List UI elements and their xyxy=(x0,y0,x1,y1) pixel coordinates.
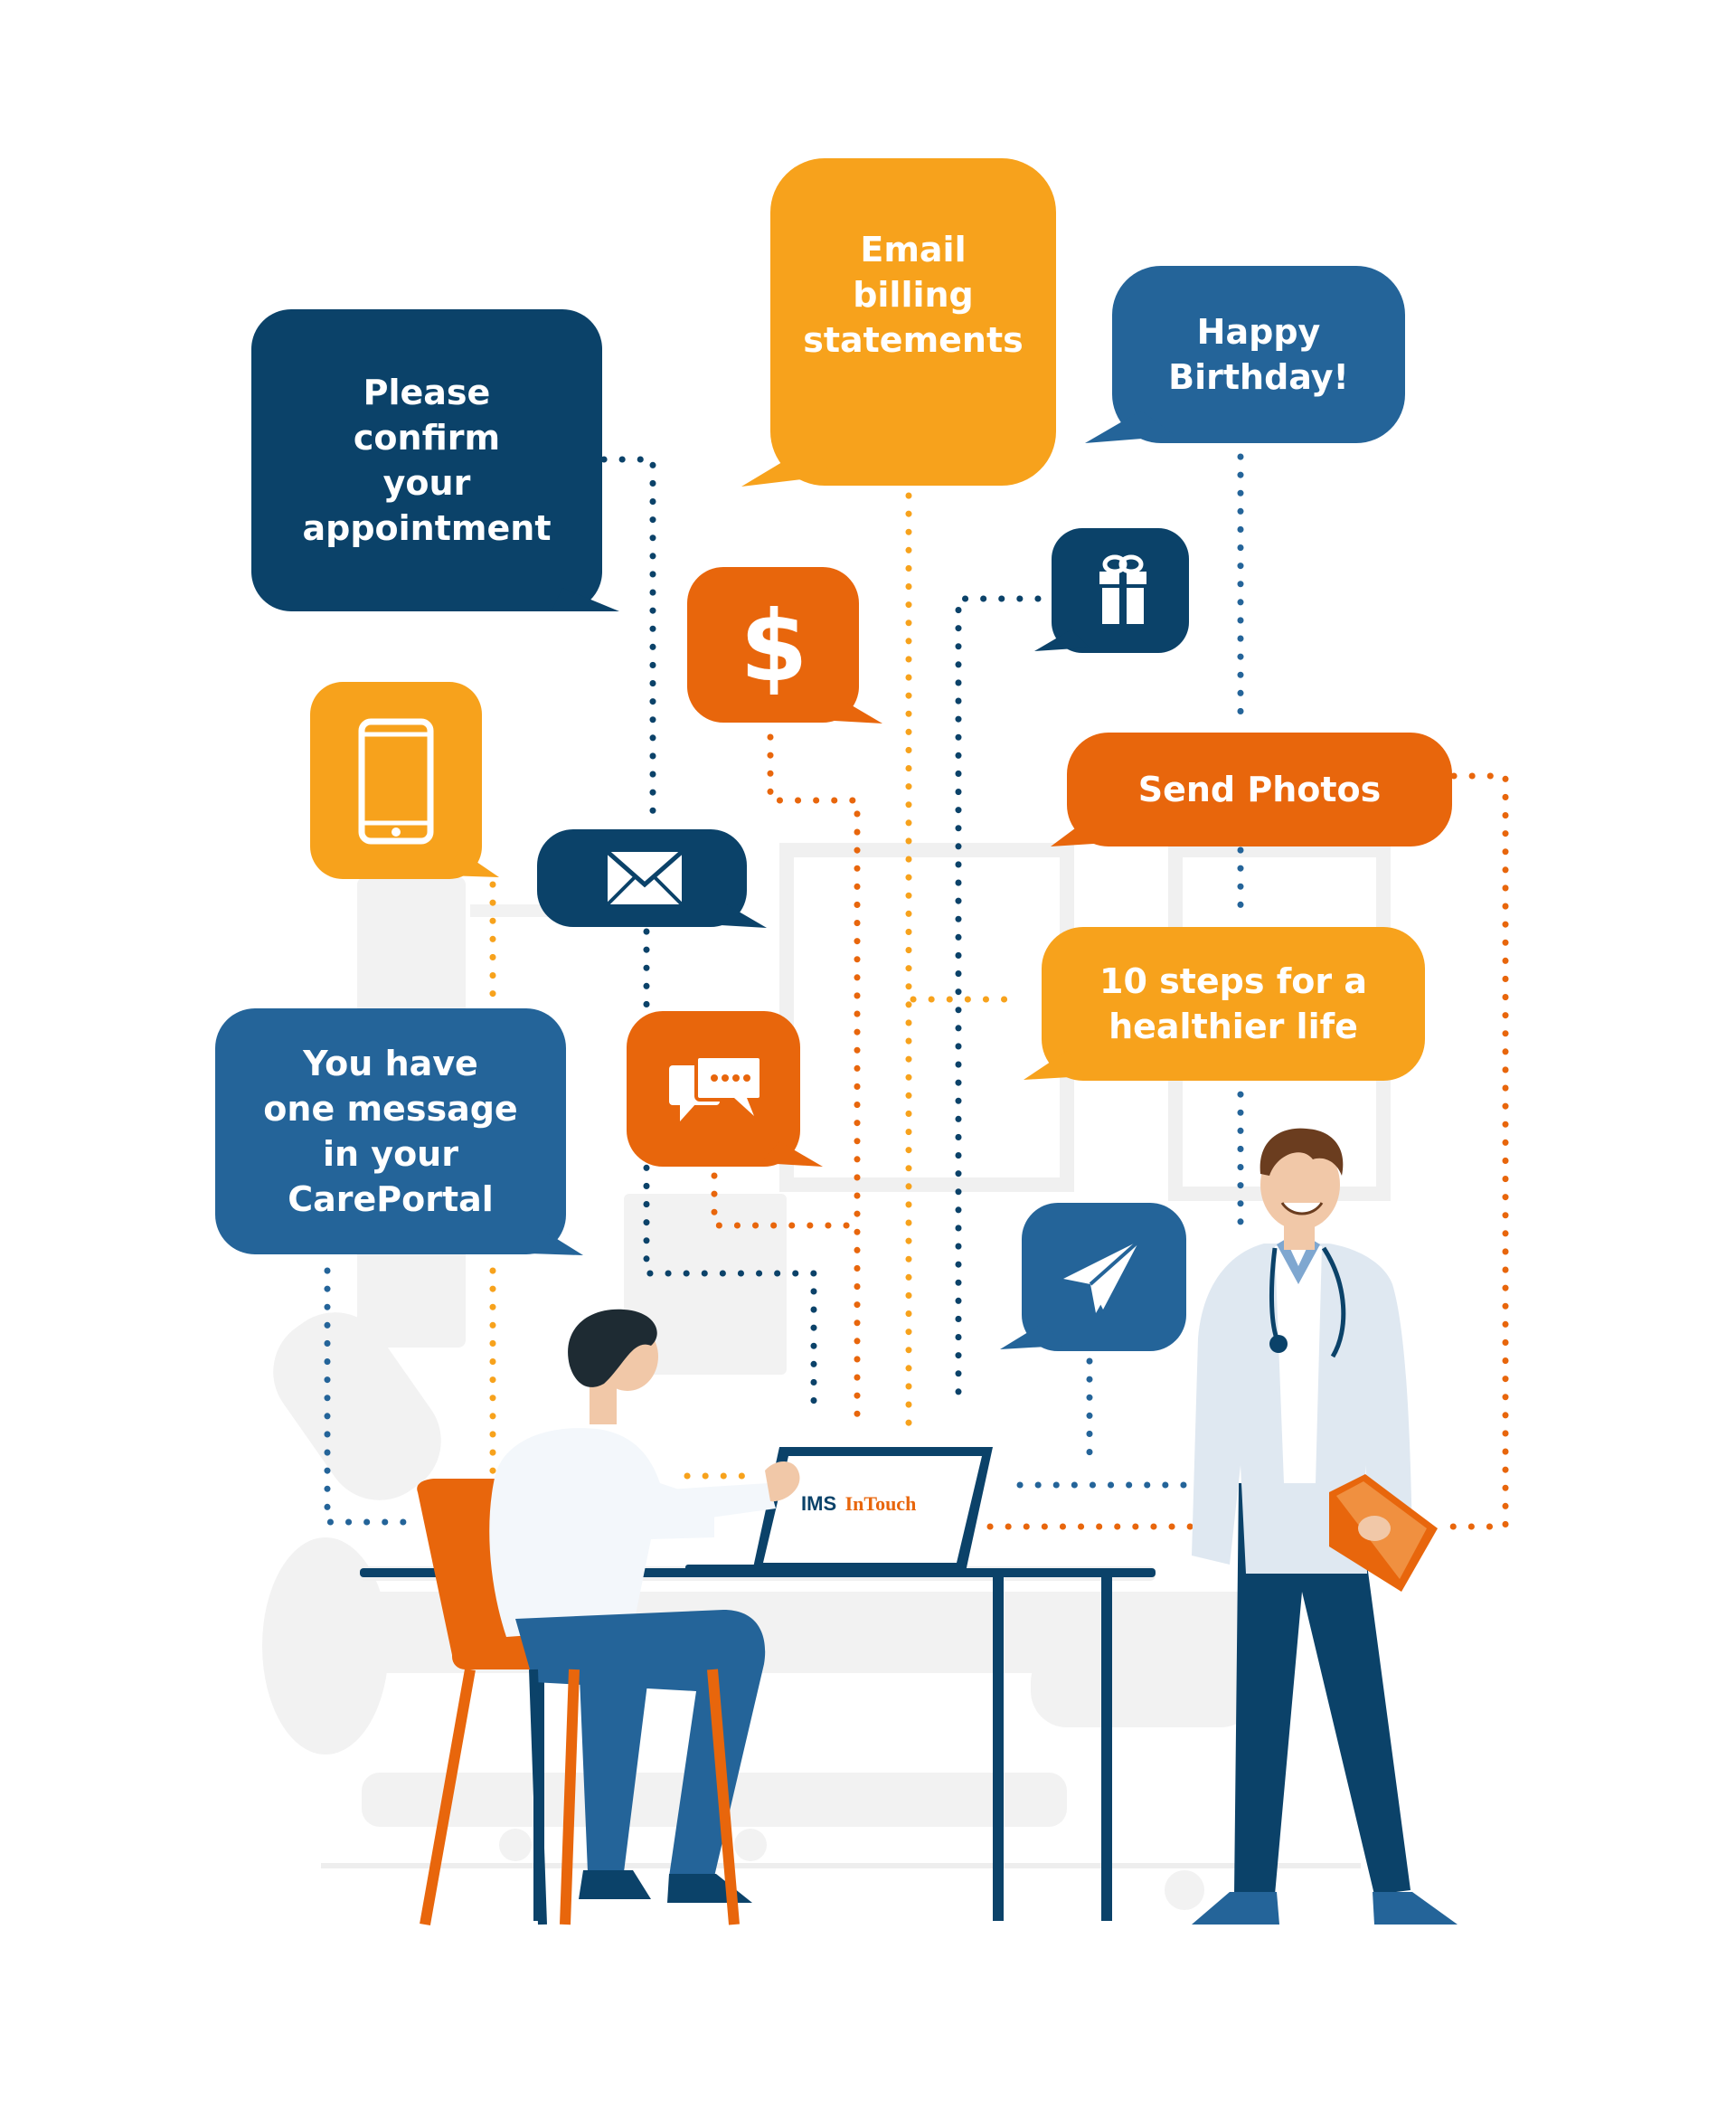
dollar-icon: $ xyxy=(740,591,807,704)
doctor xyxy=(1192,1128,1458,1925)
birthday-line-2: Birthday! xyxy=(1168,357,1349,397)
bubble-careportal-message xyxy=(215,1008,583,1255)
confirm-line-3: your xyxy=(382,463,471,503)
message-send-photos: Send Photos xyxy=(1067,733,1452,846)
svg-text:$: $ xyxy=(740,591,807,704)
connector-lines xyxy=(324,453,1509,1530)
message-confirm-appointment: Please confirm your appointment xyxy=(251,309,602,611)
laptop xyxy=(685,1447,993,1574)
careportal-line-3: in your xyxy=(323,1134,458,1174)
logo-product: InTouch xyxy=(844,1492,917,1515)
logo-brand: IMS xyxy=(801,1492,837,1515)
email-line-2: billing xyxy=(853,275,974,315)
envelope-icon xyxy=(606,850,684,906)
laptop-logo: IMS InTouch xyxy=(801,1492,982,1516)
bubble-healthier-life xyxy=(1024,927,1425,1081)
send-photos-line-1: Send Photos xyxy=(1137,770,1382,809)
careportal-line-2: one message xyxy=(263,1089,518,1129)
healthier-line-2: healthier life xyxy=(1109,1007,1358,1046)
bubble-happy-birthday xyxy=(1085,266,1405,443)
birthday-line-1: Happy xyxy=(1196,312,1321,352)
healthier-line-1: 10 steps for a xyxy=(1099,961,1367,1001)
confirm-line-4: appointment xyxy=(302,508,552,548)
confirm-line-1: Please xyxy=(363,373,491,412)
smartphone-icon xyxy=(358,718,434,845)
chat-icon xyxy=(669,1054,763,1121)
gift-icon xyxy=(1099,554,1146,624)
paper-plane-icon xyxy=(1063,1239,1141,1313)
email-line-3: statements xyxy=(803,320,1024,360)
bubble-send-photos xyxy=(1051,733,1452,846)
message-healthier-life: 10 steps for a healthier life xyxy=(1042,927,1425,1081)
careportal-line-1: You have xyxy=(303,1044,478,1083)
bubble-email-billing xyxy=(741,158,1056,487)
bubble-smartphone xyxy=(310,682,499,879)
confirm-line-2: confirm xyxy=(353,418,501,458)
bubble-confirm-appointment xyxy=(251,309,619,611)
careportal-line-4: CarePortal xyxy=(288,1179,494,1219)
message-happy-birthday: Happy Birthday! xyxy=(1112,266,1405,443)
message-careportal: You have one message in your CarePortal xyxy=(215,1008,566,1254)
patient xyxy=(417,1309,800,1926)
email-line-1: Email xyxy=(860,230,967,270)
message-email-billing: Email billing statements xyxy=(770,158,1056,486)
bubble-dollar xyxy=(687,567,882,723)
